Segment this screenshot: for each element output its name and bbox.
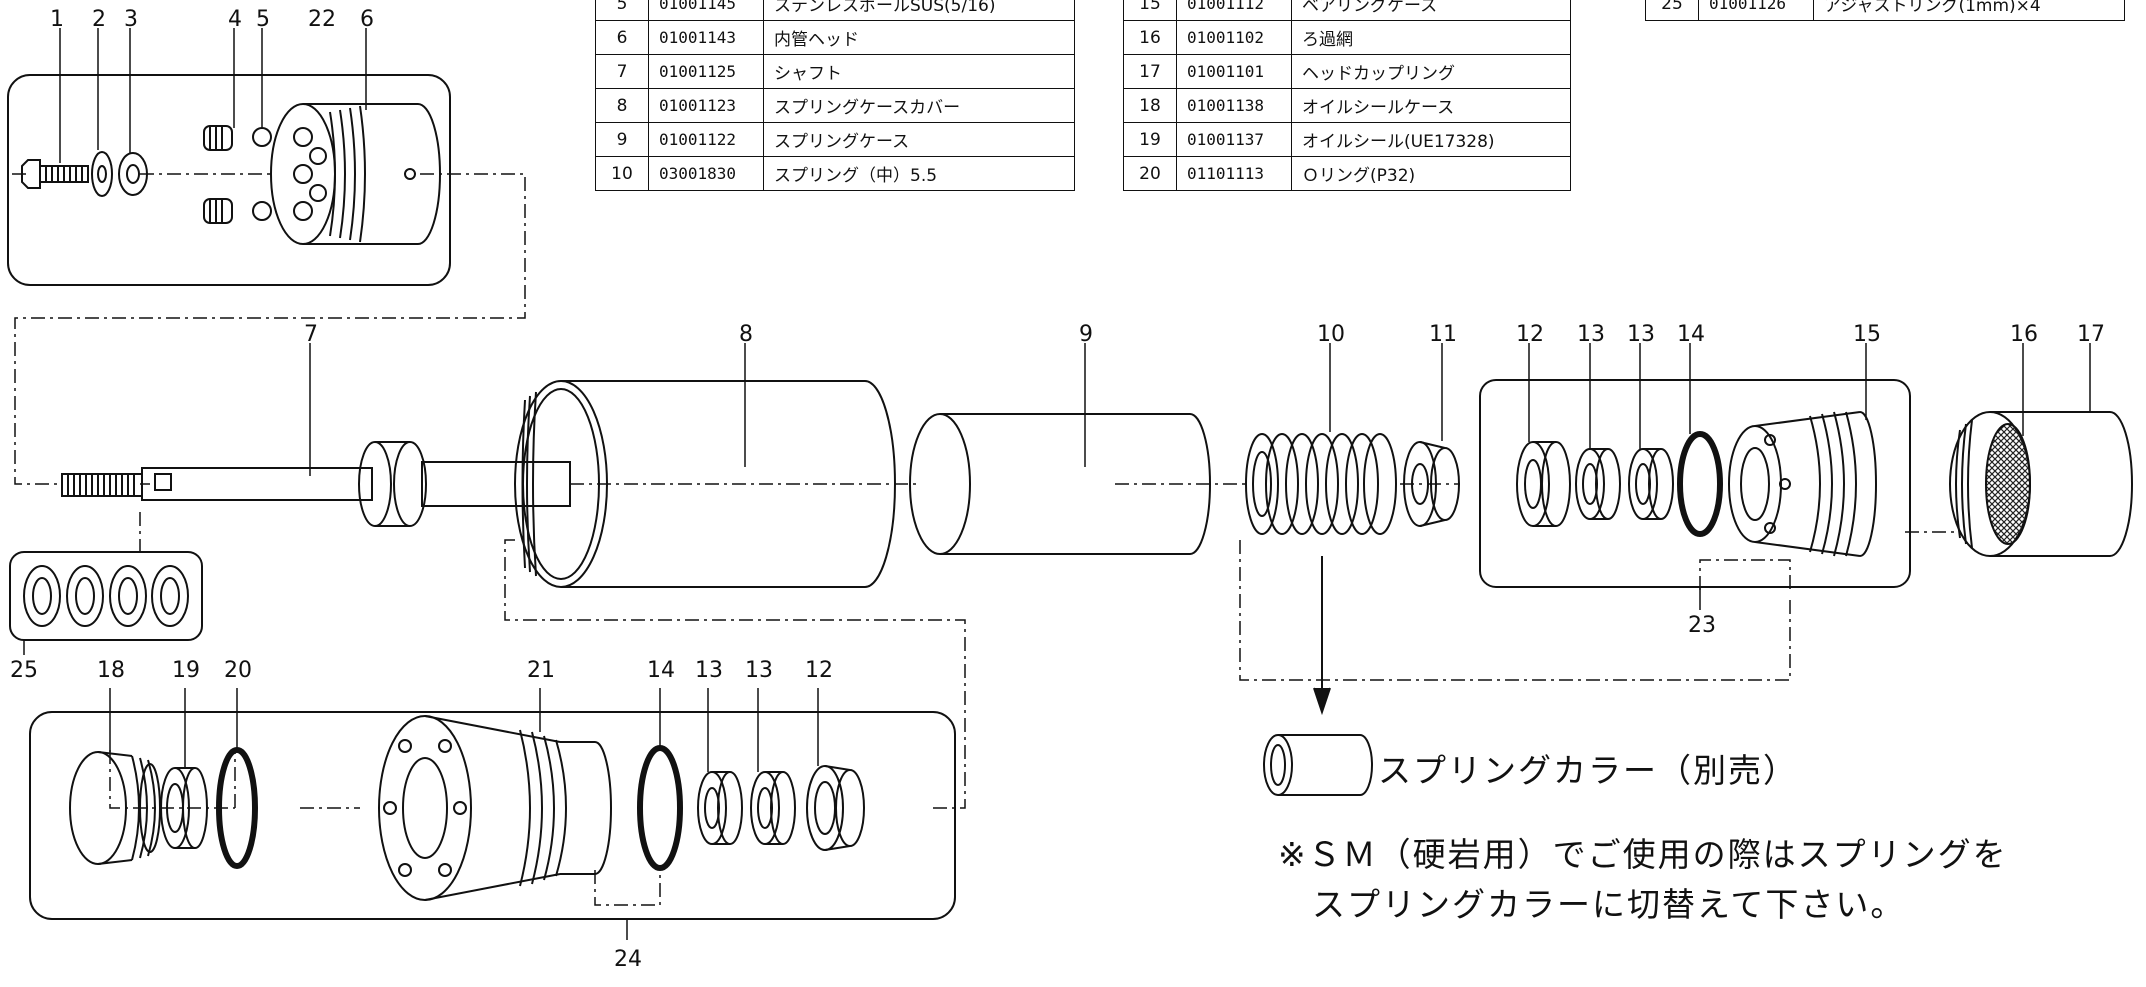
label-part-2: 2 — [92, 7, 106, 32]
label-part-1: 1 — [50, 7, 64, 32]
part-13-bearing-bottom — [697, 771, 796, 845]
part-16-filter-mesh — [1985, 423, 2031, 545]
part-14-o-ring — [1677, 431, 1723, 537]
label-part-13: 13 — [1627, 322, 1655, 347]
spring-collar — [1263, 734, 1373, 796]
label-part-20: 20 — [224, 658, 252, 683]
label-part-17: 17 — [2077, 322, 2105, 347]
part-15-bearing-case — [1728, 411, 1877, 557]
part-12-bearing-nut — [1516, 441, 1571, 527]
part-14-o-ring-bottom — [637, 745, 683, 871]
part-11-ring — [1403, 441, 1460, 527]
note-line-1: ※ＳＭ（硬岩用）でご使用の際はスプリングを — [1278, 835, 2008, 874]
part-17-head-coupling — [1949, 411, 2133, 557]
group-box-24 — [29, 711, 956, 920]
label-part-10: 10 — [1317, 322, 1345, 347]
label-part-12: 12 — [805, 658, 833, 683]
part-25-adjust-rings — [23, 565, 189, 627]
group-box-23 — [1479, 379, 1911, 588]
part-8-spring-case-cover — [514, 380, 896, 588]
part-6-inner-head — [270, 103, 441, 245]
label-part-25: 25 — [10, 658, 38, 683]
label-part-18: 18 — [97, 658, 125, 683]
group-box-22 — [7, 74, 451, 286]
part-9-spring-case — [909, 413, 1211, 555]
part-4-set-screw — [203, 125, 233, 224]
label-part-6: 6 — [360, 7, 374, 32]
label-part-3: 3 — [124, 7, 138, 32]
label-part-9: 9 — [1079, 322, 1093, 347]
label-part-19: 19 — [172, 658, 200, 683]
label-part-11: 11 — [1429, 322, 1457, 347]
label-part-23: 23 — [1688, 613, 1716, 638]
part-10-spring — [1245, 433, 1397, 535]
label-part-14: 14 — [647, 658, 675, 683]
label-part-7: 7 — [304, 322, 318, 347]
note-line-2: スプリングカラーに切替えて下さい。 — [1312, 885, 1906, 924]
label-part-12: 12 — [1516, 322, 1544, 347]
label-part-13: 13 — [695, 658, 723, 683]
part-13-bearing — [1575, 448, 1674, 520]
label-part-24: 24 — [614, 947, 642, 972]
label-part-22: 22 — [308, 7, 336, 32]
part-21-spring-case-head — [378, 715, 612, 901]
label-part-14: 14 — [1677, 322, 1705, 347]
label-part-21: 21 — [527, 658, 555, 683]
part-12-bearing-nut-bottom — [806, 765, 865, 851]
label-part-13: 13 — [745, 658, 773, 683]
label-part-15: 15 — [1853, 322, 1881, 347]
label-part-4: 4 — [228, 7, 242, 32]
group-box-25 — [9, 551, 203, 641]
label-part-13: 13 — [1577, 322, 1605, 347]
label-part-16: 16 — [2010, 322, 2038, 347]
part-1-bolt — [21, 159, 89, 189]
part-2-washer — [91, 151, 113, 197]
label-part-8: 8 — [739, 322, 753, 347]
label-part-5: 5 — [256, 7, 270, 32]
part-7-shaft — [61, 441, 571, 527]
spring-collar-label: スプリングカラー（別売） — [1378, 751, 1798, 790]
